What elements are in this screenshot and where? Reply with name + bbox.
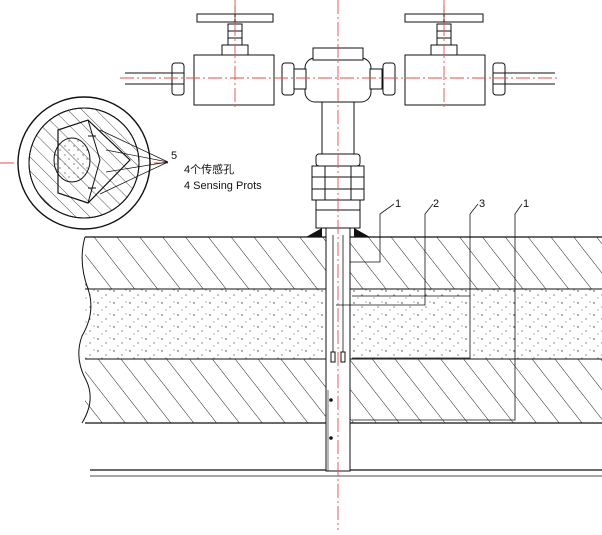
- cross-section-detail: [17, 96, 169, 230]
- pipe-left-break: [78, 236, 92, 424]
- callout-1b-label: 1: [523, 198, 529, 210]
- valve-right-body: [404, 54, 486, 106]
- callout-1-label: 1: [395, 198, 401, 210]
- callout-labels: 1 2 3 1: [395, 198, 529, 210]
- valve-left-body: [193, 54, 275, 106]
- sensing-ports-caption-en: 4 Sensing Prots: [184, 180, 262, 192]
- callout-5-label: 5: [171, 150, 177, 162]
- valve-manifold: [125, 6, 555, 229]
- callout-3-label: 3: [479, 198, 485, 210]
- sensing-ports-caption-cn: 4个传感孔: [184, 163, 234, 176]
- weld-fillets: [306, 228, 370, 237]
- callout-2-label: 2: [433, 198, 439, 210]
- callout-leaders: [336, 203, 523, 421]
